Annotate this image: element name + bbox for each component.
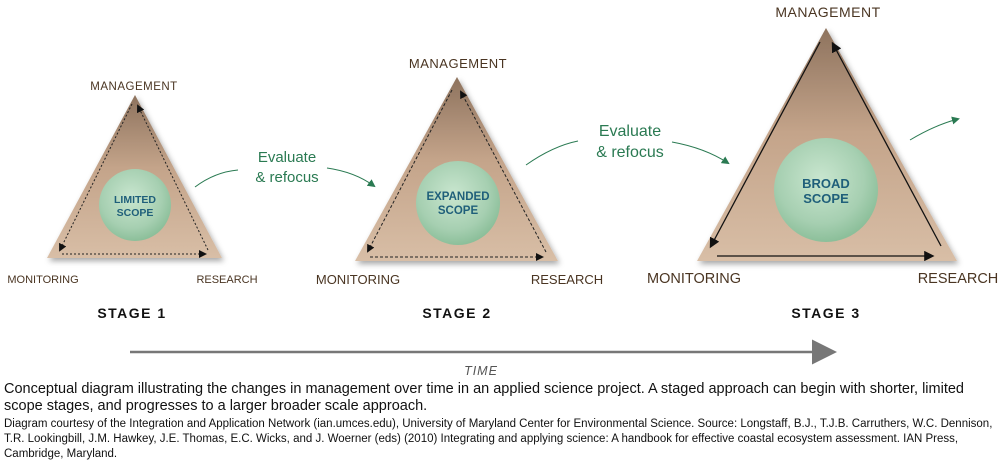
stage-3-continue-arrow — [909, 116, 960, 141]
stage-3-research-label: RESEARCH — [918, 271, 999, 287]
stage-1-scope-circle — [99, 169, 171, 241]
transition-2-arrow-in — [525, 140, 579, 166]
transition-1-arrow-in — [194, 169, 239, 188]
stage-3-cycle-arrows — [709, 41, 942, 262]
stage-1: LIMITED SCOPE MANAGEMENT MONITORING RESE… — [7, 81, 257, 321]
stage-2-research-label: RESEARCH — [531, 272, 603, 287]
transition-2-line2: & refocus — [596, 144, 664, 161]
transition-1-arrow-out — [326, 167, 376, 188]
stage-1-scope-line2: SCOPE — [117, 207, 154, 219]
stage-1-cycle-arrows — [59, 103, 209, 258]
transition-1-line2: & refocus — [255, 169, 318, 186]
transition-2-arrow-out — [671, 141, 730, 165]
stage-3-monitoring-label: MONITORING — [647, 271, 741, 287]
stage-2-scope-circle — [416, 161, 500, 245]
figure-caption: Conceptual diagram illustrating the chan… — [4, 381, 964, 414]
transition-2: Evaluate & refocus — [525, 123, 730, 166]
stage-3: BROAD SCOPE MANAGEMENT MONITORING RESEAR… — [647, 4, 998, 321]
transition-1: Evaluate & refocus — [194, 149, 376, 188]
stage-1-scope-line1: LIMITED — [114, 194, 156, 206]
stage-1-management-label: MANAGEMENT — [90, 81, 177, 93]
time-axis: TIME — [130, 339, 837, 378]
stage-3-scope-line2: SCOPE — [803, 191, 849, 206]
stage-2-management-label: MANAGEMENT — [409, 56, 507, 71]
stage-2-scope-line2: SCOPE — [438, 205, 479, 217]
stage-2-monitoring-label: MONITORING — [316, 272, 400, 287]
stage-3-management-label: MANAGEMENT — [775, 4, 880, 20]
stage-3-scope-line1: BROAD — [802, 176, 850, 191]
stage-2-label: STAGE 2 — [422, 305, 491, 321]
time-label: TIME — [464, 364, 498, 378]
stage-2-cycle-arrows — [367, 89, 547, 261]
figure-credit: Diagram courtesy of the Integration and … — [4, 418, 993, 460]
stage-2-scope-line1: EXPANDED — [426, 191, 489, 203]
stage-2: EXPANDED SCOPE MANAGEMENT MONITORING RES… — [316, 56, 603, 321]
transition-2-line1: Evaluate — [599, 123, 661, 140]
stage-3-scope-circle — [774, 138, 878, 242]
transition-1-line1: Evaluate — [258, 149, 316, 166]
stage-1-monitoring-label: MONITORING — [7, 274, 78, 286]
stage-3-label: STAGE 3 — [791, 305, 860, 321]
stage-1-research-label: RESEARCH — [196, 274, 257, 286]
stage-1-label: STAGE 1 — [97, 305, 166, 321]
